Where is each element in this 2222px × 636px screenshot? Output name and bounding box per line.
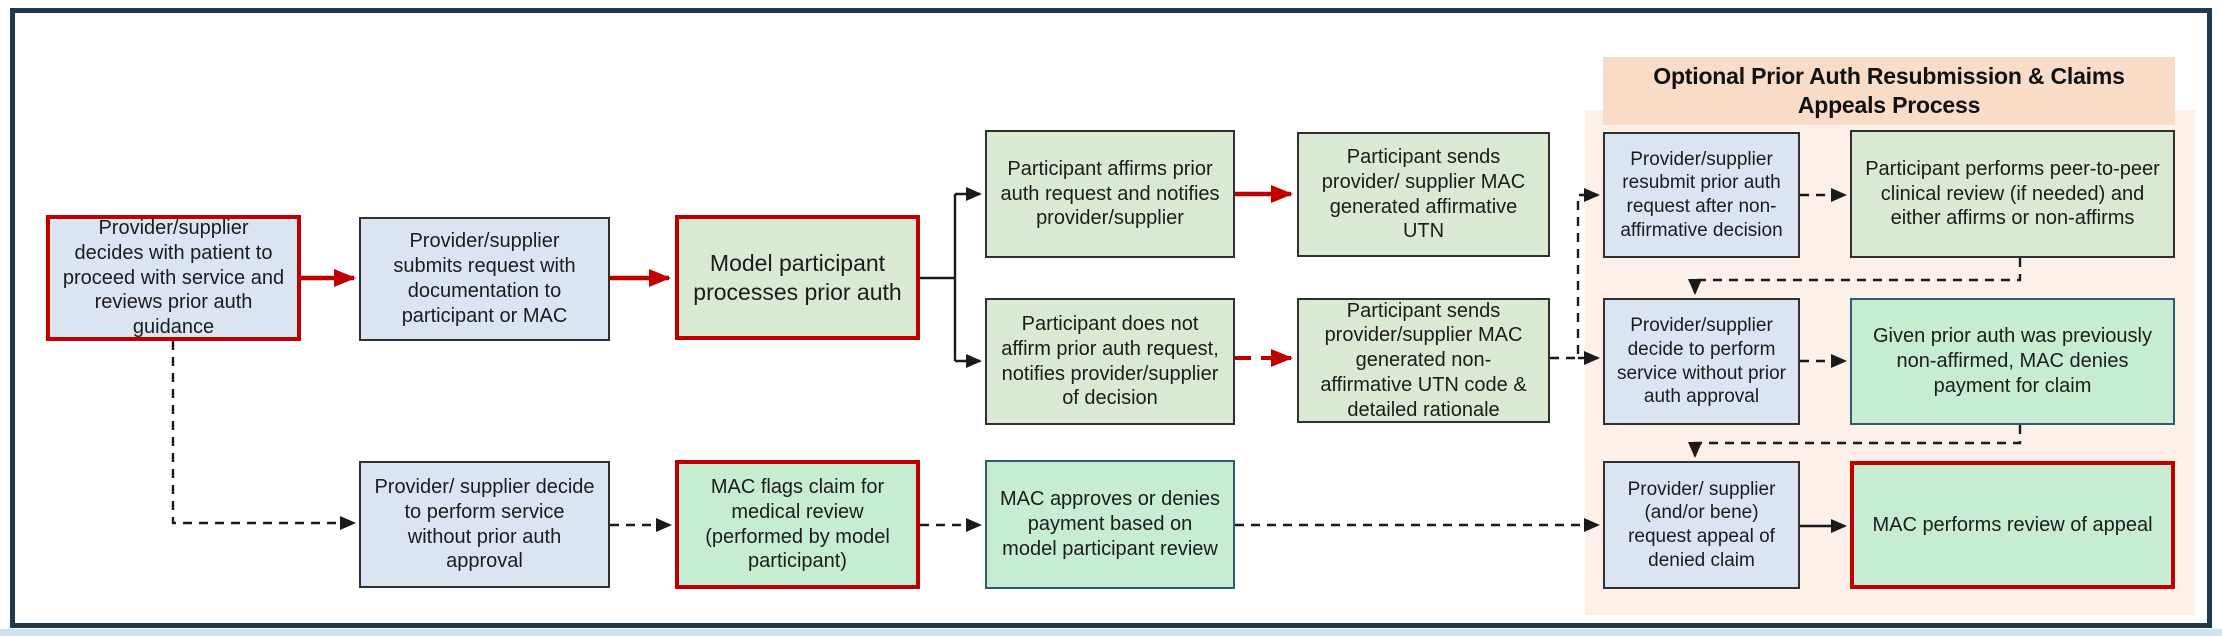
node-mac-flags-claim: MAC flags claim for medical review (perf…: [675, 460, 920, 589]
node-peer-review: Participant performs peer-to-peer clinic…: [1850, 130, 2175, 258]
node-mac-reviews-appeal: MAC performs review of appeal: [1850, 461, 2175, 589]
arrow-decide-to-perform-without: [171, 341, 356, 530]
node-resubmit-request: Provider/supplier resubmit prior auth re…: [1603, 132, 1800, 258]
arrow-denies-to-appeal: [1688, 425, 2022, 458]
node-request-appeal: Provider/ supplier (and/or bene) request…: [1603, 461, 1800, 589]
node-submit-request: Provider/supplier submits request with d…: [359, 217, 610, 341]
node-perform-without-auth: Provider/ supplier decide to perform ser…: [359, 461, 610, 588]
node-non-affirmative-utn: Participant sends provider/supplier MAC …: [1297, 298, 1550, 423]
arrow-peer-to-perform-panel: [1688, 258, 2022, 295]
arrow-utn-to-resubmit: [1550, 188, 1600, 360]
appeals-panel-title: Optional Prior Auth Resubmission & Claim…: [1603, 57, 2175, 125]
node-affirms-request: Participant affirms prior auth request a…: [985, 130, 1235, 258]
node-perform-without-auth-panel: Provider/supplier decide to perform serv…: [1603, 298, 1800, 425]
node-process-prior-auth: Model participant processes prior auth: [675, 215, 920, 340]
node-not-affirm-request: Participant does not affirm prior auth r…: [985, 298, 1235, 425]
bottom-strip: [0, 629, 2222, 636]
node-decide-with-patient: Provider/supplier decides with patient t…: [46, 215, 301, 341]
node-mac-denies-payment: Given prior auth was previously non-affi…: [1850, 298, 2175, 425]
node-affirmative-utn: Participant sends provider/ supplier MAC…: [1297, 132, 1550, 257]
node-mac-payment-decision: MAC approves or denies payment based on …: [985, 460, 1235, 589]
